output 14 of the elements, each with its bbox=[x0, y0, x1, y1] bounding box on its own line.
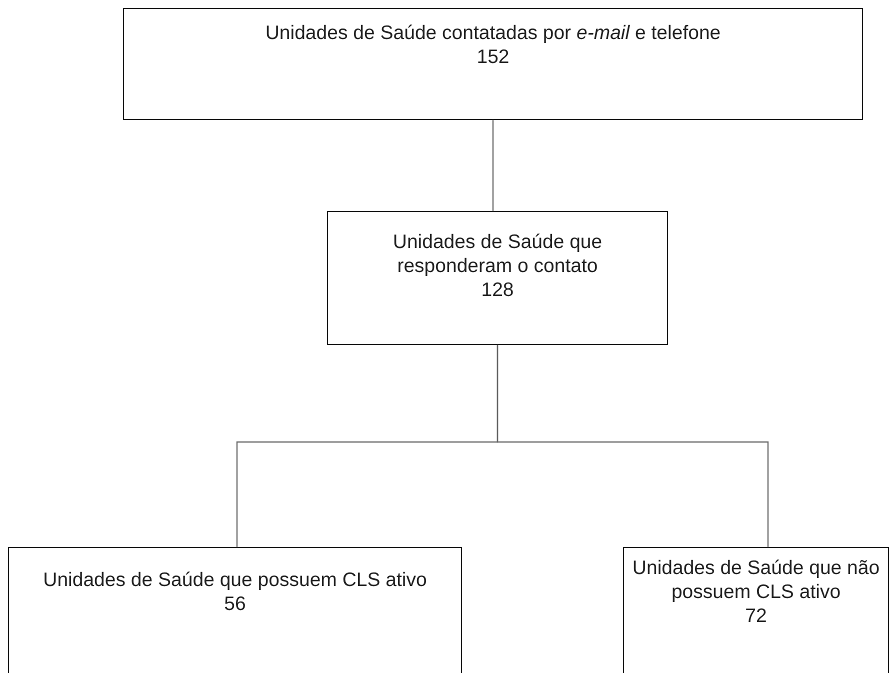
box-title: Unidades de Saúde que responderam o contato bbox=[392, 230, 604, 278]
connector-line bbox=[496, 345, 769, 547]
process-box bbox=[123, 8, 863, 120]
count-value: 72 bbox=[744, 604, 768, 628]
count-value: 56 bbox=[223, 592, 247, 616]
connector-line bbox=[492, 120, 494, 211]
count-value: 128 bbox=[480, 278, 515, 302]
box-title: Unidades de Saúde que não possuem CLS ativo bbox=[631, 556, 881, 604]
process-box bbox=[8, 547, 462, 673]
count-value: 152 bbox=[476, 45, 510, 69]
process-box bbox=[623, 547, 889, 673]
process-box bbox=[327, 211, 668, 345]
box-title: Unidades de Saúde que possuem CLS ativo bbox=[42, 568, 428, 592]
box-title: Unidades de Saúde contatadas por e-mail e telefone bbox=[264, 21, 722, 45]
